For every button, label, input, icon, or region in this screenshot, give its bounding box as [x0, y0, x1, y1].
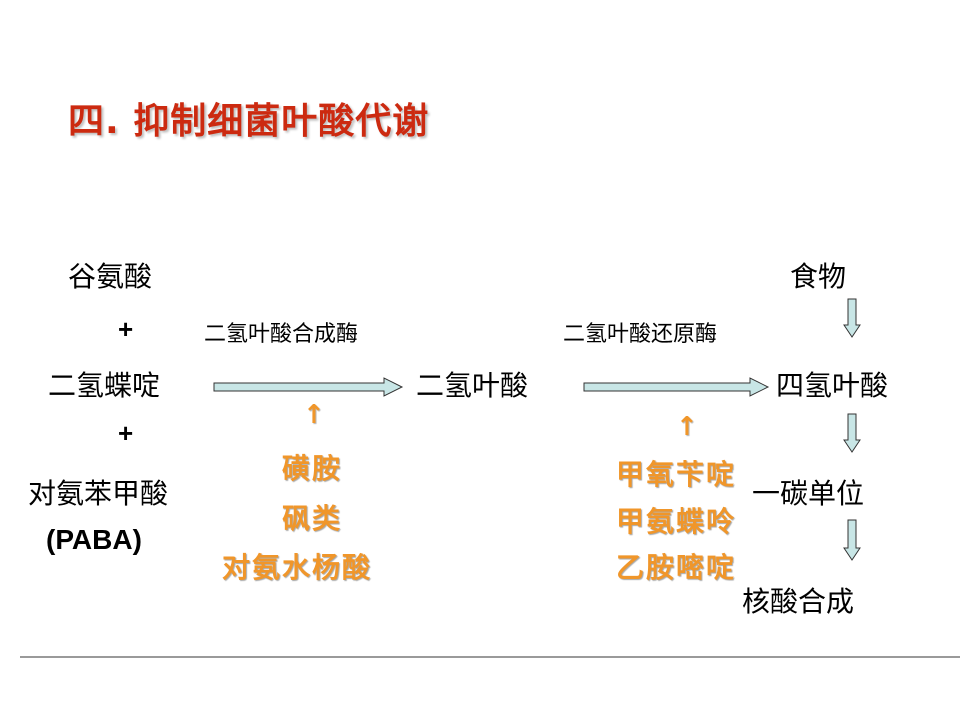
glutamate-label: 谷氨酸	[68, 260, 153, 293]
reaction-arrow-synthase	[213, 377, 404, 397]
down-arrow-one-carbon	[843, 519, 861, 561]
footer-divider	[20, 656, 960, 658]
reaction-arrow-reductase	[583, 377, 770, 397]
plus-sign-1: +	[118, 314, 134, 344]
paba-chinese-label: 对氨苯甲酸	[28, 477, 169, 510]
dihydrofolate-label: 二氢叶酸	[416, 369, 529, 402]
down-arrow-food	[843, 298, 861, 338]
inhibitor-pyrimethamine: 乙胺嘧啶	[616, 551, 737, 584]
reductase-inhibition-arrow-icon: ↑	[676, 412, 698, 442]
dhf-reductase-label: 二氢叶酸还原酶	[563, 322, 718, 347]
one-carbon-unit-label: 一碳单位	[752, 477, 865, 510]
tetrahydrofolate-label: 四氢叶酸	[776, 369, 889, 402]
inhibitor-trimethoprim: 甲氧苄啶	[616, 458, 737, 491]
paba-abbreviation: (PABA)	[46, 524, 142, 555]
inhibitor-sulfonamides: 磺胺	[282, 452, 343, 485]
synthase-inhibition-arrow-icon: ↑	[303, 400, 325, 430]
slide-title: 四. 抑制细菌叶酸代谢	[68, 101, 430, 142]
down-arrow-thf	[843, 413, 861, 453]
nucleic-acid-synthesis-label: 核酸合成	[742, 585, 855, 618]
inhibitor-methotrexate: 甲氨蝶呤	[616, 505, 737, 538]
dihydropteridine-label: 二氢蝶啶	[48, 369, 161, 402]
dhf-synthase-label: 二氢叶酸合成酶	[204, 322, 359, 347]
inhibitor-sulfones: 砜类	[282, 502, 343, 535]
inhibitor-aminosalicylic-acid: 对氨水杨酸	[222, 551, 373, 584]
plus-sign-2: +	[118, 418, 134, 448]
food-label: 食物	[790, 260, 847, 293]
